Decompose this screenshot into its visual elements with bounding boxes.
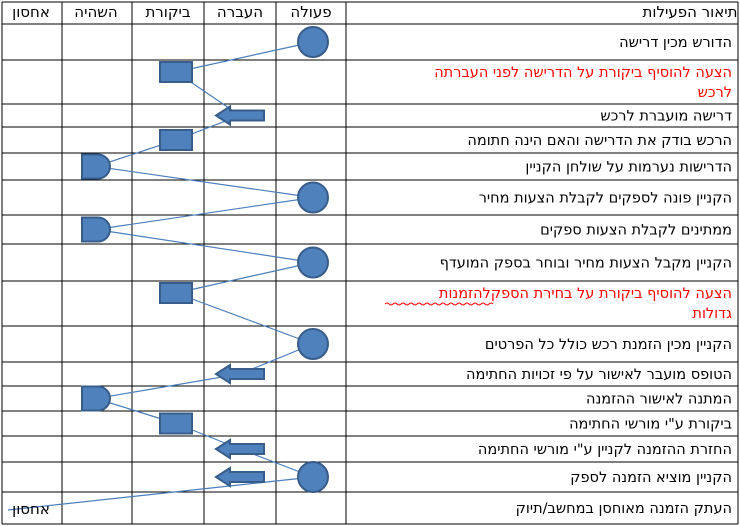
header-delay: השהיה: [74, 3, 117, 21]
row-description: הדורש מכין דרישה: [619, 35, 732, 51]
operation-circle: [297, 181, 329, 214]
row-description: ביקורת ע"י מורשי החתימה: [569, 417, 732, 433]
flow-connector: [95, 165, 314, 199]
row-description: הצעה להוסיף ביקורת על הדרישה לפני העברתה: [434, 65, 732, 81]
spellcheck-underline: [384, 302, 494, 306]
row-description: הקניין מכין הזמנת רכש כולל כל הפרטים: [485, 337, 732, 353]
activity-rows: הדורש מכין דרישה הצעה להוסיף ביקורת על הד…: [384, 35, 732, 517]
header-action: פעולה: [290, 3, 331, 21]
inspection-square: [159, 412, 193, 435]
flow-connector: [95, 228, 314, 264]
row-description: העתק הזמנה מאוחסן במחשב/תיוק: [516, 501, 732, 517]
row-description: דרישה מועברת לרכש: [600, 109, 732, 125]
row-description: הצעה להוסיף ביקורת על בחירת הספקלהזמנות: [439, 286, 732, 302]
row-description: הדרישות נערמות על שולחן הקניין: [525, 160, 732, 176]
row-description: הטופס מועבר לאישור על פי זכויות החתימה: [466, 367, 732, 383]
header-description: תיאור הפעילות: [643, 3, 738, 21]
flow-connector: [175, 261, 314, 294]
header-storage: אחסון: [12, 3, 50, 21]
transport-arrow: [214, 104, 265, 127]
flow-connector: [7, 476, 314, 511]
flow-connector: [95, 196, 314, 231]
row-description: לרכש: [698, 85, 732, 101]
flow-connector: [175, 292, 314, 345]
transport-arrow: [214, 438, 265, 460]
row-description: הקניין פונה לספקים לקבלת הצעות מחיר: [479, 191, 732, 207]
storage-label: אחסון: [12, 500, 50, 518]
row-description: הרכש בודק את הדרישה והאם הינה חתומה: [467, 133, 732, 149]
delay-d-shape: [81, 385, 111, 412]
flow-connector: [95, 373, 241, 400]
column-headers: תיאור הפעילות פעולה העברה ביקורת השהיה א…: [12, 3, 737, 21]
inspection-square: [159, 61, 193, 83]
operation-circle: [297, 246, 329, 279]
operation-circle: [297, 328, 329, 360]
flow-connectors: [7, 41, 314, 511]
row-description: הקניין מוציא הזמנה לספק: [570, 470, 732, 486]
row-description: החזרת ההזמנה לקניין ע"י מורשי החתימה: [478, 442, 732, 458]
row-description: הקניין מקבל הצעות מחיר ובוחר בספק המועדף: [440, 256, 732, 272]
row-description: ממתינים לקבלת הצעות ספקים: [540, 223, 732, 239]
delay-d-shape: [81, 153, 111, 180]
operation-circle: [297, 26, 329, 58]
inspection-square: [159, 129, 193, 151]
transport-arrow: [214, 363, 265, 385]
flow-connector: [175, 41, 314, 73]
flow-symbols: אחסון: [12, 26, 329, 518]
inspection-square: [159, 282, 193, 304]
operation-circle: [297, 461, 329, 493]
delay-d-shape: [81, 216, 111, 243]
row-description: גדולות: [692, 306, 732, 322]
transport-arrow: [214, 466, 265, 488]
header-control: ביקורת: [145, 3, 190, 21]
header-transfer: העברה: [217, 3, 263, 21]
row-description: המתנה לאישור ההזמנה: [586, 392, 732, 408]
